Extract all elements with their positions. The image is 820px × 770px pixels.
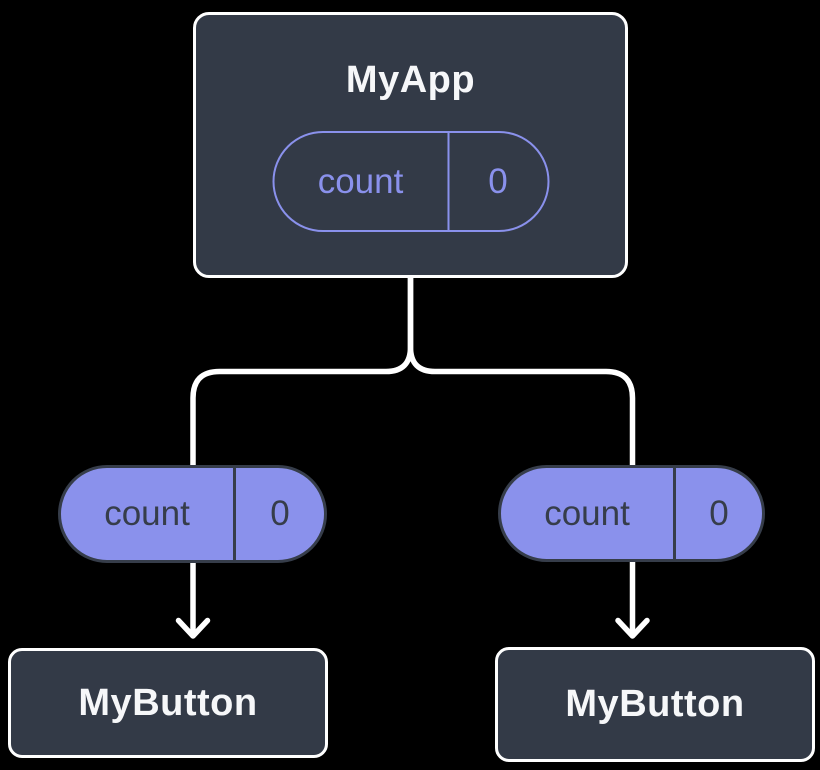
right-prop-pill: count 0	[498, 465, 765, 562]
left-prop-pill: count 0	[58, 465, 327, 563]
left-child-component-title: MyButton	[78, 681, 258, 724]
right-arrowhead-icon	[615, 617, 650, 639]
left-arrowhead-icon	[175, 617, 211, 639]
root-component-title: MyApp	[345, 59, 476, 101]
state-pill-value: 0	[488, 161, 508, 201]
left-prop-pill-value: 0	[270, 494, 290, 533]
right-child-component-title: MyButton	[565, 683, 745, 725]
state-pill-label: count	[274, 133, 449, 230]
left-child-component-box: MyButton	[8, 648, 328, 758]
right-branch-line	[407, 273, 636, 636]
root-component-box: MyApp count 0	[193, 12, 628, 278]
root-state-pill: count 0	[272, 131, 549, 232]
left-prop-pill-label: count	[61, 468, 236, 560]
left-branch-line	[190, 273, 414, 636]
right-child-component-box: MyButton	[495, 647, 815, 762]
right-prop-pill-label: count	[501, 468, 676, 559]
right-prop-pill-value: 0	[709, 493, 729, 533]
